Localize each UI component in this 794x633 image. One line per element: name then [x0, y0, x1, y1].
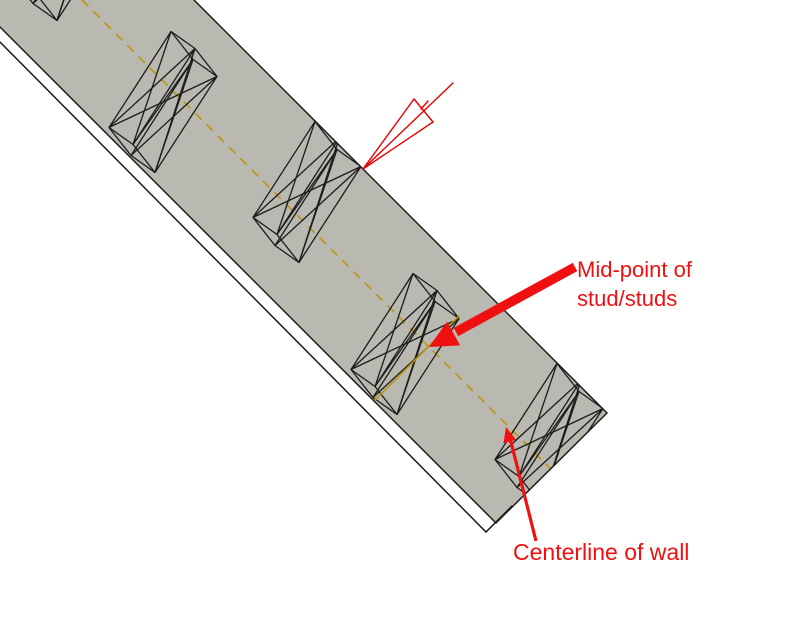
wall-plate [0, 0, 607, 523]
wall-centerline [81, 0, 552, 470]
pencil-cursor-icon [362, 82, 454, 170]
centerline-arrow [503, 427, 538, 542]
centerline-label: Centerline of wall [513, 539, 690, 565]
midpoint-label-line2: stud/studs [577, 286, 678, 311]
midpoint-label: Mid-point of stud/studs [577, 255, 692, 313]
midpoint-label-line1: Mid-point of [577, 257, 692, 282]
midpoint-arrow [429, 262, 578, 347]
wall-face-offset-line [0, 41, 513, 534]
wall-plate-edges [0, 0, 609, 525]
